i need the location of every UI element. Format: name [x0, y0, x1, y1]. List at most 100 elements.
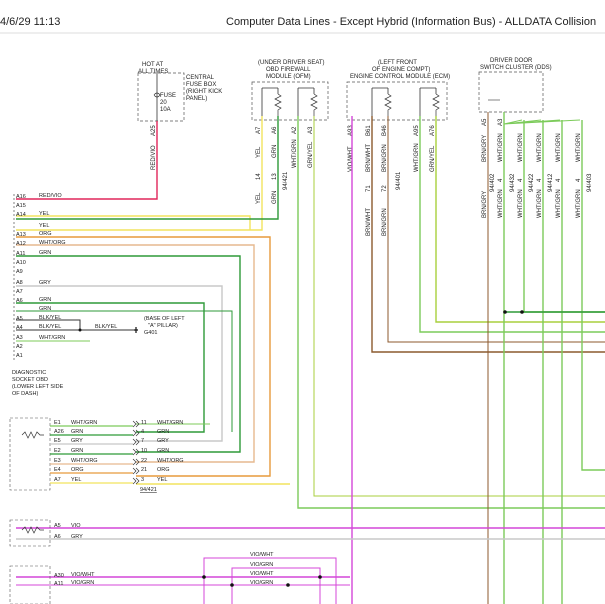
splice-dot	[318, 575, 322, 579]
ofm-pin-a2: A2	[292, 126, 298, 134]
ofm-label2: OBD FIREWALL	[266, 67, 311, 73]
ecm-wire-brngrn: BRN/GRN	[382, 144, 388, 172]
splice-dot	[202, 575, 206, 579]
bus-wire-label: VIO/GRN	[250, 580, 273, 586]
ecm-conn-pin-72: 72	[382, 185, 388, 192]
connector-chevron-icon	[132, 467, 140, 475]
obd-pin: A11	[16, 251, 25, 257]
block-right-wire: GRN	[157, 448, 169, 454]
obd-pin: A7	[16, 289, 23, 295]
dds-lower-wire-6: WHT/GRN	[576, 189, 582, 218]
ofm-pin-a3: A3	[308, 126, 314, 134]
fuse-box-name4: PANEL)	[186, 96, 207, 102]
obd-pin: A16	[16, 194, 26, 200]
ofm-wire-grnyel: GRN/YEL	[308, 141, 314, 168]
obd-wire-labels: RED/VIO YEL YEL ORG WHT/ORG GRN GRY GRN …	[39, 193, 66, 341]
connector-chevron-icon	[132, 420, 140, 428]
wire-ecm-brnwht	[371, 116, 605, 353]
ofm-pin-a7: A7	[256, 126, 262, 134]
obd-wire-label: GRN	[39, 250, 51, 256]
block-right-wire: GRY	[157, 438, 169, 444]
connector-block-outline	[9, 417, 51, 491]
wire-grn-a6	[16, 302, 205, 433]
fuse-amperage: 10A	[160, 107, 171, 113]
wire-red-vio	[16, 121, 158, 200]
bus-wire-label: VIO/WHT	[250, 552, 274, 558]
obd-pin: A12	[16, 241, 26, 247]
obd-wire-label: GRY	[39, 280, 51, 286]
wire-grn-a6b	[16, 310, 233, 432]
splice-dot	[520, 310, 524, 314]
block-left-wire: YEL	[71, 477, 81, 483]
block-left-pin: E2	[54, 448, 61, 454]
lower-block-outline	[9, 519, 51, 547]
dds-conn-label-4: 94/412	[548, 173, 554, 192]
fuse-box-pin: A25	[151, 125, 157, 136]
connector-chevron-icon	[132, 458, 140, 466]
bus-wire-label: VIO/GRN	[250, 562, 273, 568]
ecm-pin-a95: A95	[414, 125, 420, 136]
dds-outline	[478, 71, 544, 113]
ofm-outline	[251, 81, 329, 121]
fuse-box: HOT AT ALL TIMES CENTRAL FUSE BOX (RIGHT…	[137, 62, 222, 170]
ecm-label1: (LEFT FRONT	[378, 60, 417, 66]
splices	[78, 310, 524, 587]
lower-block-pin: A6	[54, 534, 61, 540]
block-right-pin: 7	[141, 438, 144, 444]
block-wire-stubs	[50, 425, 133, 484]
wire-gry-a8	[16, 285, 223, 442]
wire-ofm-grnyel	[313, 116, 605, 497]
obd-pin: A1	[16, 353, 23, 359]
obd-wire-label: RED/VIO	[39, 193, 62, 199]
fuse-box-hot-label: HOT AT	[142, 62, 163, 68]
ecm-pin-b61: B61	[366, 125, 372, 136]
bottom-block-wire: VIO/GRN	[71, 580, 94, 586]
page-header: 4/6/29 11:13 Computer Data Lines - Excep…	[0, 0, 605, 40]
ground-location-2: "A" PILLAR)	[148, 323, 178, 329]
dds-conn-pin-4: 4	[556, 178, 562, 182]
bottom-block-pin: A30	[54, 573, 64, 579]
ofm-internal	[261, 87, 315, 116]
block-left-wire: GRY	[71, 438, 83, 444]
dds-conn-label-5: 94/403	[587, 173, 593, 192]
obd-pin-labels: A16 A15 A14 A13 A12 A11 A10 A9 A8 A7 A6 …	[16, 194, 26, 359]
dds-wire-whtgrn-2: WHT/GRN	[518, 133, 524, 162]
wire-wht-org	[16, 244, 255, 463]
ecm-wire-viowht: VIO/WHT	[348, 146, 354, 172]
dds-lower-wire-4: WHT/GRN	[537, 189, 543, 218]
ofm-label1: (UNDER DRIVER SEAT)	[258, 60, 325, 66]
connector-chevron-icon	[132, 429, 140, 437]
ofm-conn-pin-13: 13	[272, 173, 278, 180]
ofm-resistor1-icon	[274, 93, 282, 116]
obd-wire-label: BLK/YEL	[39, 324, 61, 330]
wire-ecm-brngrn	[387, 116, 605, 343]
block-right-pin: 22	[141, 458, 147, 464]
block-right-wire: YEL	[157, 477, 167, 483]
obd-pin: A4	[16, 325, 23, 331]
ground-icon	[134, 327, 138, 333]
block-left-wire: GRN	[71, 429, 83, 435]
dds-conn-label-2: 94/432	[510, 173, 516, 192]
block-right-wire: GRN	[157, 429, 169, 435]
wire-ecm-grnyel	[435, 116, 605, 323]
ofm-pin-a6: A6	[272, 126, 278, 134]
obd-pin: A3	[16, 335, 23, 341]
ofm-label3: MODULE (OFM)	[266, 74, 311, 80]
obd-name-3: (LOWER LEFT SIDE	[12, 384, 64, 390]
wire-grn-a11	[16, 255, 241, 453]
splice-dot	[78, 328, 82, 332]
fuse-number: 20	[160, 100, 167, 106]
connector-chevron-icon	[132, 448, 140, 456]
fuse-label: FUSE	[160, 93, 176, 99]
ecm-outline	[346, 81, 448, 121]
wire-yel-a14	[16, 215, 251, 230]
obd-pin: A15	[16, 203, 26, 209]
fuse-box-name: CENTRAL	[186, 75, 215, 81]
fuse-box-hot-label2: ALL TIMES	[138, 69, 168, 75]
obd-socket: A16 A15 A14 A13 A12 A11 A10 A9 A8 A7 A6 …	[12, 193, 185, 397]
connector-chevron-icon	[132, 477, 140, 485]
obd-name-2: SOCKET OBD	[12, 377, 48, 383]
obd-pin: A10	[16, 260, 26, 266]
splice-dot	[286, 583, 290, 587]
